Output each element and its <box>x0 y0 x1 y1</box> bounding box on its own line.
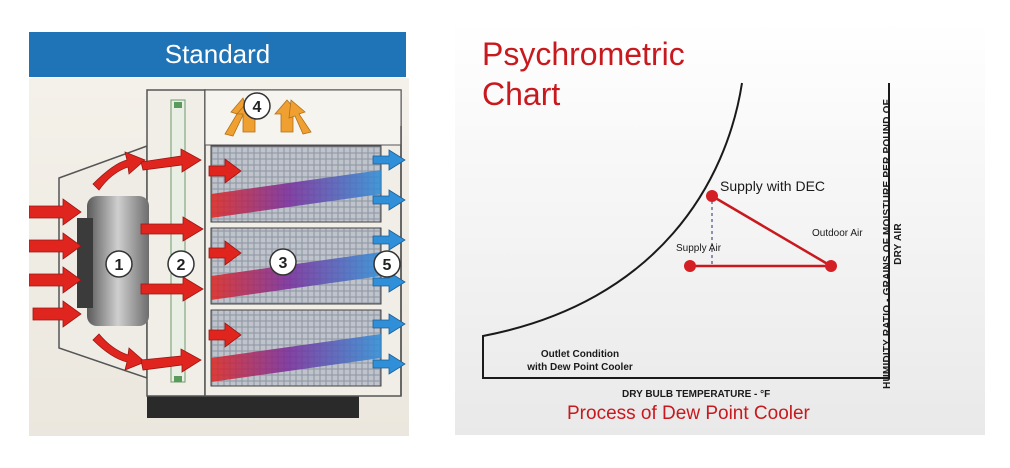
airflow-arrow <box>140 216 204 242</box>
airflow-arrow <box>208 240 242 266</box>
standard-title: Standard <box>164 39 271 69</box>
outlet-arrow <box>372 229 406 251</box>
psychrometric-svg <box>455 20 985 435</box>
outlet-arrow <box>372 353 406 375</box>
y-axis-label: HUMIDITY RATIO - GRAINS OF MOISTURE PER … <box>882 99 904 389</box>
label-outdoor-air: Outdoor Air <box>812 228 863 239</box>
outlet-line-2: with Dew Point Cooler <box>527 362 633 373</box>
outlet-arrow <box>372 313 406 335</box>
exchanger-flow-middle <box>211 252 381 300</box>
chart-caption: Process of Dew Point Cooler <box>567 403 810 424</box>
stage-marker-1 <box>105 250 133 278</box>
psychrometric-panel <box>455 20 985 435</box>
outlet-arrow <box>372 189 406 211</box>
fan-hub <box>77 218 93 308</box>
stage-number-5: 5 <box>383 257 392 274</box>
stage-marker-5 <box>373 250 401 278</box>
point-supply-dec <box>706 190 718 202</box>
title-line-1: Psychrometric <box>482 36 685 72</box>
airflow-arrow <box>208 322 242 348</box>
stage-marker-4 <box>243 92 271 120</box>
stage-marker-3 <box>269 248 297 276</box>
airflow-arrow <box>208 158 242 184</box>
stage-number-4: 4 <box>253 99 262 116</box>
curved-arrow-top <box>92 151 146 191</box>
outlet-condition-label: Outlet Condition with Dew Point Cooler <box>520 348 640 374</box>
top-exhaust-bay <box>204 89 402 146</box>
outlet-arrows <box>372 149 406 375</box>
outlet-arrow <box>372 149 406 171</box>
point-outdoor-air <box>825 260 837 272</box>
x-axis-label: DRY BULB TEMPERATURE - °F <box>622 389 771 400</box>
airflow-arrow <box>140 348 202 373</box>
airflow-arrow <box>140 148 202 173</box>
inlet-arrow <box>32 300 82 328</box>
label-supply-dec: Supply with DEC <box>720 178 826 194</box>
stage-number-1: 1 <box>115 257 124 274</box>
title-line-2: Chart <box>482 76 561 112</box>
point-supply-air <box>684 260 696 272</box>
process-line-dec <box>711 194 832 268</box>
saturation-curve <box>482 82 890 379</box>
exchanger-flow-bottom <box>211 334 381 382</box>
filter-tab-top <box>174 102 182 108</box>
airflow-arrow <box>140 276 204 302</box>
exhaust-arrow <box>288 99 312 135</box>
label-supply-air: Supply Air <box>676 243 722 254</box>
filter-tab-bottom <box>174 376 182 382</box>
inlet-arrow <box>28 232 82 260</box>
stage-number-3: 3 <box>279 255 288 272</box>
curved-arrow-bottom <box>92 333 146 371</box>
stage-marker-2 <box>167 250 195 278</box>
chart-background <box>455 20 985 435</box>
exchanger-flow-top <box>211 170 381 218</box>
cooler-diagram-svg: 1 2 3 4 5 <box>28 78 409 436</box>
inlet-arrow <box>28 266 82 294</box>
psychrometric-title: Psychrometric Chart <box>482 34 685 114</box>
inlet-arrows <box>28 148 242 373</box>
base-tray <box>147 396 359 418</box>
stage-number-2: 2 <box>177 257 186 274</box>
inlet-arrow <box>28 198 82 226</box>
stage-markers: 1 2 3 4 5 <box>105 92 401 278</box>
standard-banner: Standard <box>29 32 406 77</box>
cooler-diagram: 1 2 3 4 5 <box>28 78 409 436</box>
outlet-line-1: Outlet Condition <box>540 349 620 360</box>
heat-exchanger <box>210 145 382 387</box>
